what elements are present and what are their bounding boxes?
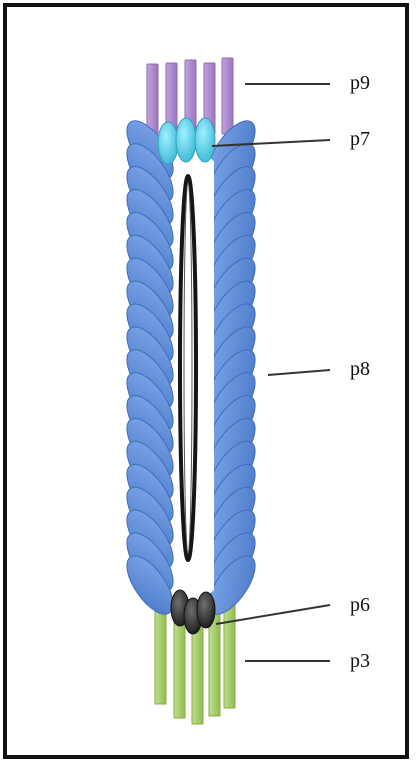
p3-rod: [224, 596, 235, 708]
p9-rod: [222, 58, 233, 134]
p9-rod: [147, 64, 158, 134]
p8-coat-left: [118, 114, 182, 622]
p8-leader-line: [268, 370, 330, 375]
p7-cap: [158, 122, 178, 164]
label-p9: p9: [350, 73, 370, 93]
p6-cap: [197, 592, 215, 628]
p7-protein-caps: [158, 118, 215, 164]
label-p8: p8: [350, 359, 370, 379]
label-p3: p3: [350, 651, 370, 671]
p7-cap: [176, 118, 196, 162]
label-p7: p7: [350, 129, 370, 149]
label-p6: p6: [350, 595, 370, 615]
p7-cap: [195, 118, 215, 162]
